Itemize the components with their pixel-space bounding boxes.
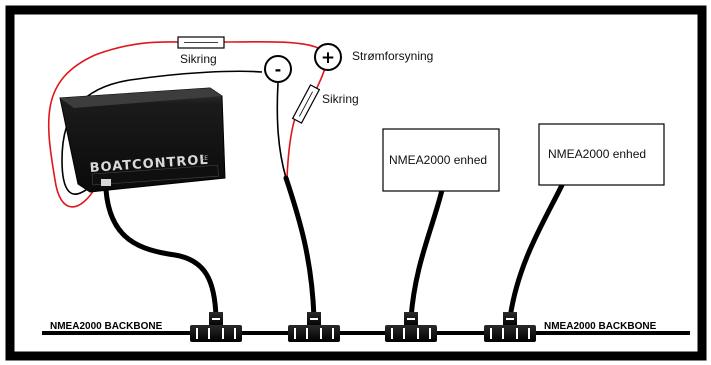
positive-wire-drop	[286, 117, 296, 179]
nmea-port	[101, 179, 111, 186]
drop-cable-device-2	[507, 182, 565, 321]
positive-wire-fuse-top	[223, 40, 319, 49]
t-connector-icon	[385, 312, 437, 342]
power-supply-label: Strømforsyning	[352, 49, 433, 63]
plus-terminal-icon: +	[314, 43, 342, 71]
nmea-device-2: NMEA2000 enhed	[538, 123, 665, 186]
svg-text:-: -	[275, 60, 282, 79]
fuse-icon	[177, 36, 225, 49]
ce-mark: CE	[200, 155, 208, 162]
drop-cable-device	[103, 187, 219, 321]
terminal-strip	[91, 164, 219, 186]
nmea-device-1: NMEA2000 enhed	[382, 128, 500, 192]
minus-terminal-icon: -	[264, 55, 292, 83]
t-connector-icon	[190, 312, 242, 342]
drop-cable-power	[283, 175, 317, 321]
backbone-left-label: NMEA2000 BACKBONE	[50, 321, 163, 332]
t-connector-icon	[484, 312, 536, 342]
boatcontrol-device: BOATCONTROL CE	[59, 87, 226, 193]
backbone-right-label: NMEA2000 BACKBONE	[544, 321, 657, 332]
drop-cable-device-1	[408, 187, 445, 321]
negative-wire-drop	[276, 82, 287, 179]
t-connector-icon	[288, 312, 340, 342]
fuse-icon	[291, 84, 321, 124]
fuse-right-label: Sikring	[322, 92, 359, 106]
device-2-label: NMEA2000 enhed	[548, 147, 646, 161]
svg-text:+: +	[321, 48, 335, 68]
device-1-label: NMEA2000 enhed	[389, 153, 487, 167]
positive-wire-device	[47, 41, 179, 208]
fuse-top-label: Sikring	[180, 52, 217, 66]
